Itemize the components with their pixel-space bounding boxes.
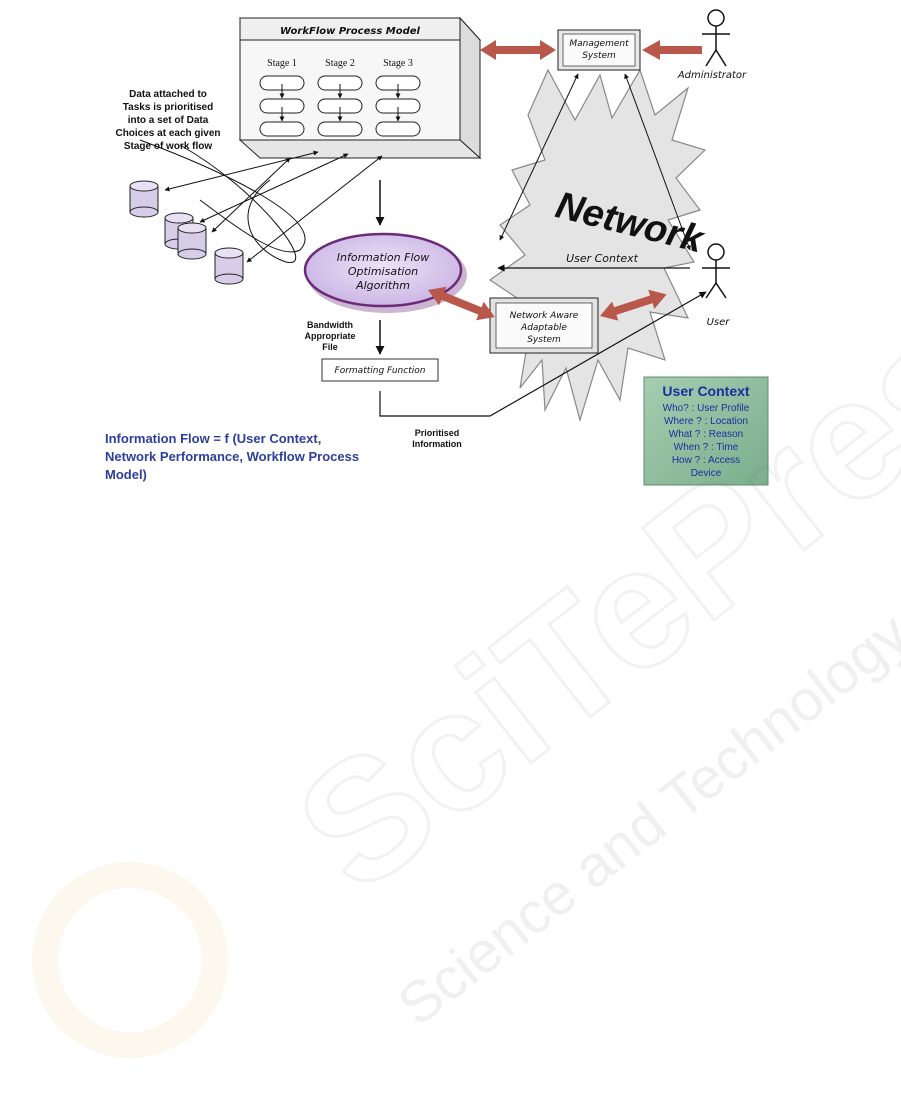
user-context-when: When ? : Time: [674, 442, 739, 453]
prioritised-line-2: Information: [412, 439, 462, 449]
administrator-label: Administrator: [677, 70, 747, 81]
stage-2-label: Stage 2: [325, 58, 355, 69]
info-flow-line-2: Optimisation: [348, 265, 418, 278]
user-label: User: [707, 317, 731, 328]
user-context-box: [643, 376, 769, 486]
user-context-who: Who? : User Profile: [663, 403, 750, 414]
user-context-what: What ? : Reason: [669, 429, 743, 440]
info-flow-algorithm: [303, 232, 463, 308]
data-note-line-5: Stage of work flow: [124, 141, 213, 152]
management-line-2: System: [582, 51, 616, 61]
database-icon-4: [214, 247, 244, 285]
data-note-line-2: Tasks is prioritised: [123, 102, 213, 113]
administrator-icon: [702, 9, 730, 67]
stage-1-label: Stage 1: [267, 58, 297, 69]
formula-line-1: Information Flow = f (User Context,: [105, 431, 321, 446]
network-aware-line-2: Adaptable: [520, 323, 567, 333]
info-flow-line-3: Algorithm: [355, 279, 410, 292]
workflow-title: WorkFlow Process Model: [280, 26, 420, 37]
admin-management-arrow: [642, 40, 702, 60]
bandwidth-line-2: Appropriate: [304, 331, 355, 341]
user-context-where: Where ? : Location: [664, 416, 748, 427]
bandwidth-line-3: File: [322, 342, 338, 352]
red-double-arrows: [428, 40, 702, 321]
user-context-how: How ? : Access: [672, 455, 740, 466]
formula-line-2: Network Performance, Workflow Process: [105, 449, 359, 464]
network-aware-system-box: [489, 297, 599, 354]
data-note-line-3: into a set of Data: [128, 115, 209, 126]
data-note-line-1: Data attached to: [129, 89, 207, 100]
database-icon-3: [177, 222, 207, 260]
formatting-function-label: Formatting Function: [335, 366, 426, 376]
network-thin-arrows: [499, 73, 691, 251]
prioritised-information-line: [379, 291, 707, 417]
stage-flow-arrows: [279, 84, 401, 122]
stage-task-pills: [259, 75, 421, 137]
user-context-device: Device: [691, 468, 722, 479]
user-context-box-title: User Context: [662, 383, 749, 399]
algorithm-network-arrow: [428, 286, 495, 321]
network-aware-line-1: Network Aware: [510, 311, 579, 321]
info-flow-line-1: Information Flow: [337, 251, 429, 264]
stage-3-label: Stage 3: [383, 58, 413, 69]
user-icon: [702, 243, 730, 299]
network-user-arrow: [600, 289, 667, 321]
data-note-line-4: Choices at each given: [115, 128, 220, 139]
workflow-management-arrow: [480, 40, 556, 60]
network-aware-line-3: System: [527, 335, 561, 345]
management-line-1: Management: [569, 39, 629, 49]
formula-line-3: Model): [105, 467, 147, 482]
database-icon-1: [129, 180, 159, 218]
user-context-arrow-label: User Context: [566, 252, 639, 265]
management-system-box: [557, 29, 641, 71]
bandwidth-line-1: Bandwidth: [307, 320, 353, 330]
data-note: Data attached to Tasks is prioritised in…: [115, 89, 220, 152]
prioritised-line-1: Prioritised: [415, 428, 460, 438]
data-link-arrows: [139, 139, 383, 263]
database-icons: [129, 180, 244, 285]
formatting-function-box: [321, 358, 439, 382]
